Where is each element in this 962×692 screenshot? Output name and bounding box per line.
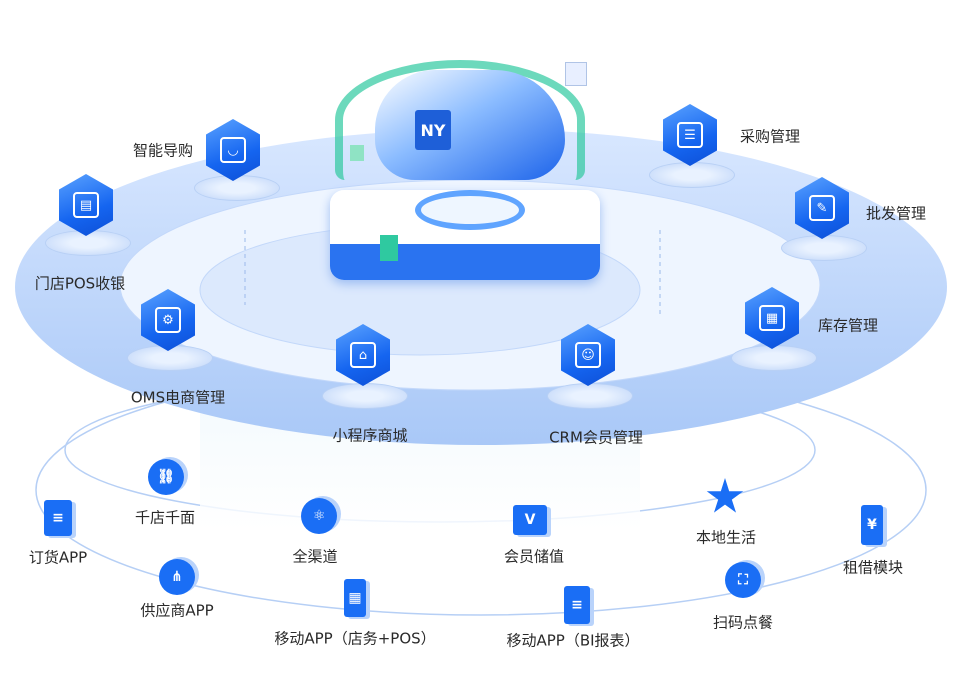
brand-logo: NY: [415, 110, 451, 150]
floating-cube: [350, 145, 364, 161]
module-label[interactable]: CRM会员管理: [549, 428, 643, 447]
rental-icon[interactable]: ¥: [861, 505, 883, 545]
report-icon[interactable]: ≡: [564, 586, 590, 624]
shopping-guide-icon[interactable]: ◡: [206, 119, 260, 181]
platform: [322, 383, 408, 409]
extension-label[interactable]: 供应商APP: [140, 601, 214, 620]
platform: [781, 235, 867, 261]
clipboard-icon[interactable]: ≡: [44, 500, 72, 536]
member-card-icon[interactable]: V: [513, 505, 547, 535]
pos-register-icon[interactable]: ▤: [59, 174, 113, 236]
module-label[interactable]: 批发管理: [865, 204, 927, 223]
extension-label[interactable]: 订货APP: [28, 548, 88, 567]
module-label[interactable]: 小程序商城: [332, 426, 408, 445]
platform: [547, 383, 633, 409]
crm-member-icon[interactable]: ☺: [561, 324, 615, 386]
server-led: [380, 235, 398, 261]
extension-label[interactable]: 千店千面: [134, 508, 196, 527]
extension-label[interactable]: 移动APP（BI报表）: [506, 631, 640, 650]
omnichannel-icon[interactable]: ⚛: [301, 498, 337, 534]
inventory-icon[interactable]: ▦: [745, 287, 799, 349]
extension-label[interactable]: 扫码点餐: [712, 613, 774, 632]
module-label[interactable]: 库存管理: [817, 316, 879, 335]
extension-label[interactable]: 全渠道: [292, 547, 338, 566]
platform: [731, 345, 817, 371]
extension-label[interactable]: 会员储值: [503, 547, 565, 566]
floating-cube: [565, 62, 587, 86]
calculator-icon[interactable]: ▦: [344, 579, 366, 617]
extension-label[interactable]: 移动APP（店务+POS）: [274, 629, 436, 648]
mini-program-store-icon[interactable]: ⌂: [336, 324, 390, 386]
module-label[interactable]: 智能导购: [132, 141, 194, 160]
server-port: [415, 190, 525, 230]
extension-label[interactable]: 本地生活: [695, 528, 757, 547]
module-label[interactable]: 采购管理: [739, 127, 801, 146]
platform: [194, 175, 280, 201]
cloud-shape: [375, 70, 565, 180]
cloud-server-illustration: NY: [320, 40, 610, 290]
purchase-icon[interactable]: ☰: [663, 104, 717, 166]
extension-label[interactable]: 租借模块: [842, 558, 904, 577]
wholesale-icon[interactable]: ✎: [795, 177, 849, 239]
module-label[interactable]: OMS电商管理: [130, 388, 226, 407]
supplier-network-icon[interactable]: ⋔: [159, 559, 195, 595]
module-label[interactable]: 门店POS收银: [34, 274, 126, 293]
platform: [649, 162, 735, 188]
scan-icon[interactable]: ⛶: [725, 562, 761, 598]
oms-settings-icon[interactable]: ⚙: [141, 289, 195, 351]
link-icon[interactable]: ⛓: [148, 459, 184, 495]
orbit-band: [335, 60, 585, 180]
